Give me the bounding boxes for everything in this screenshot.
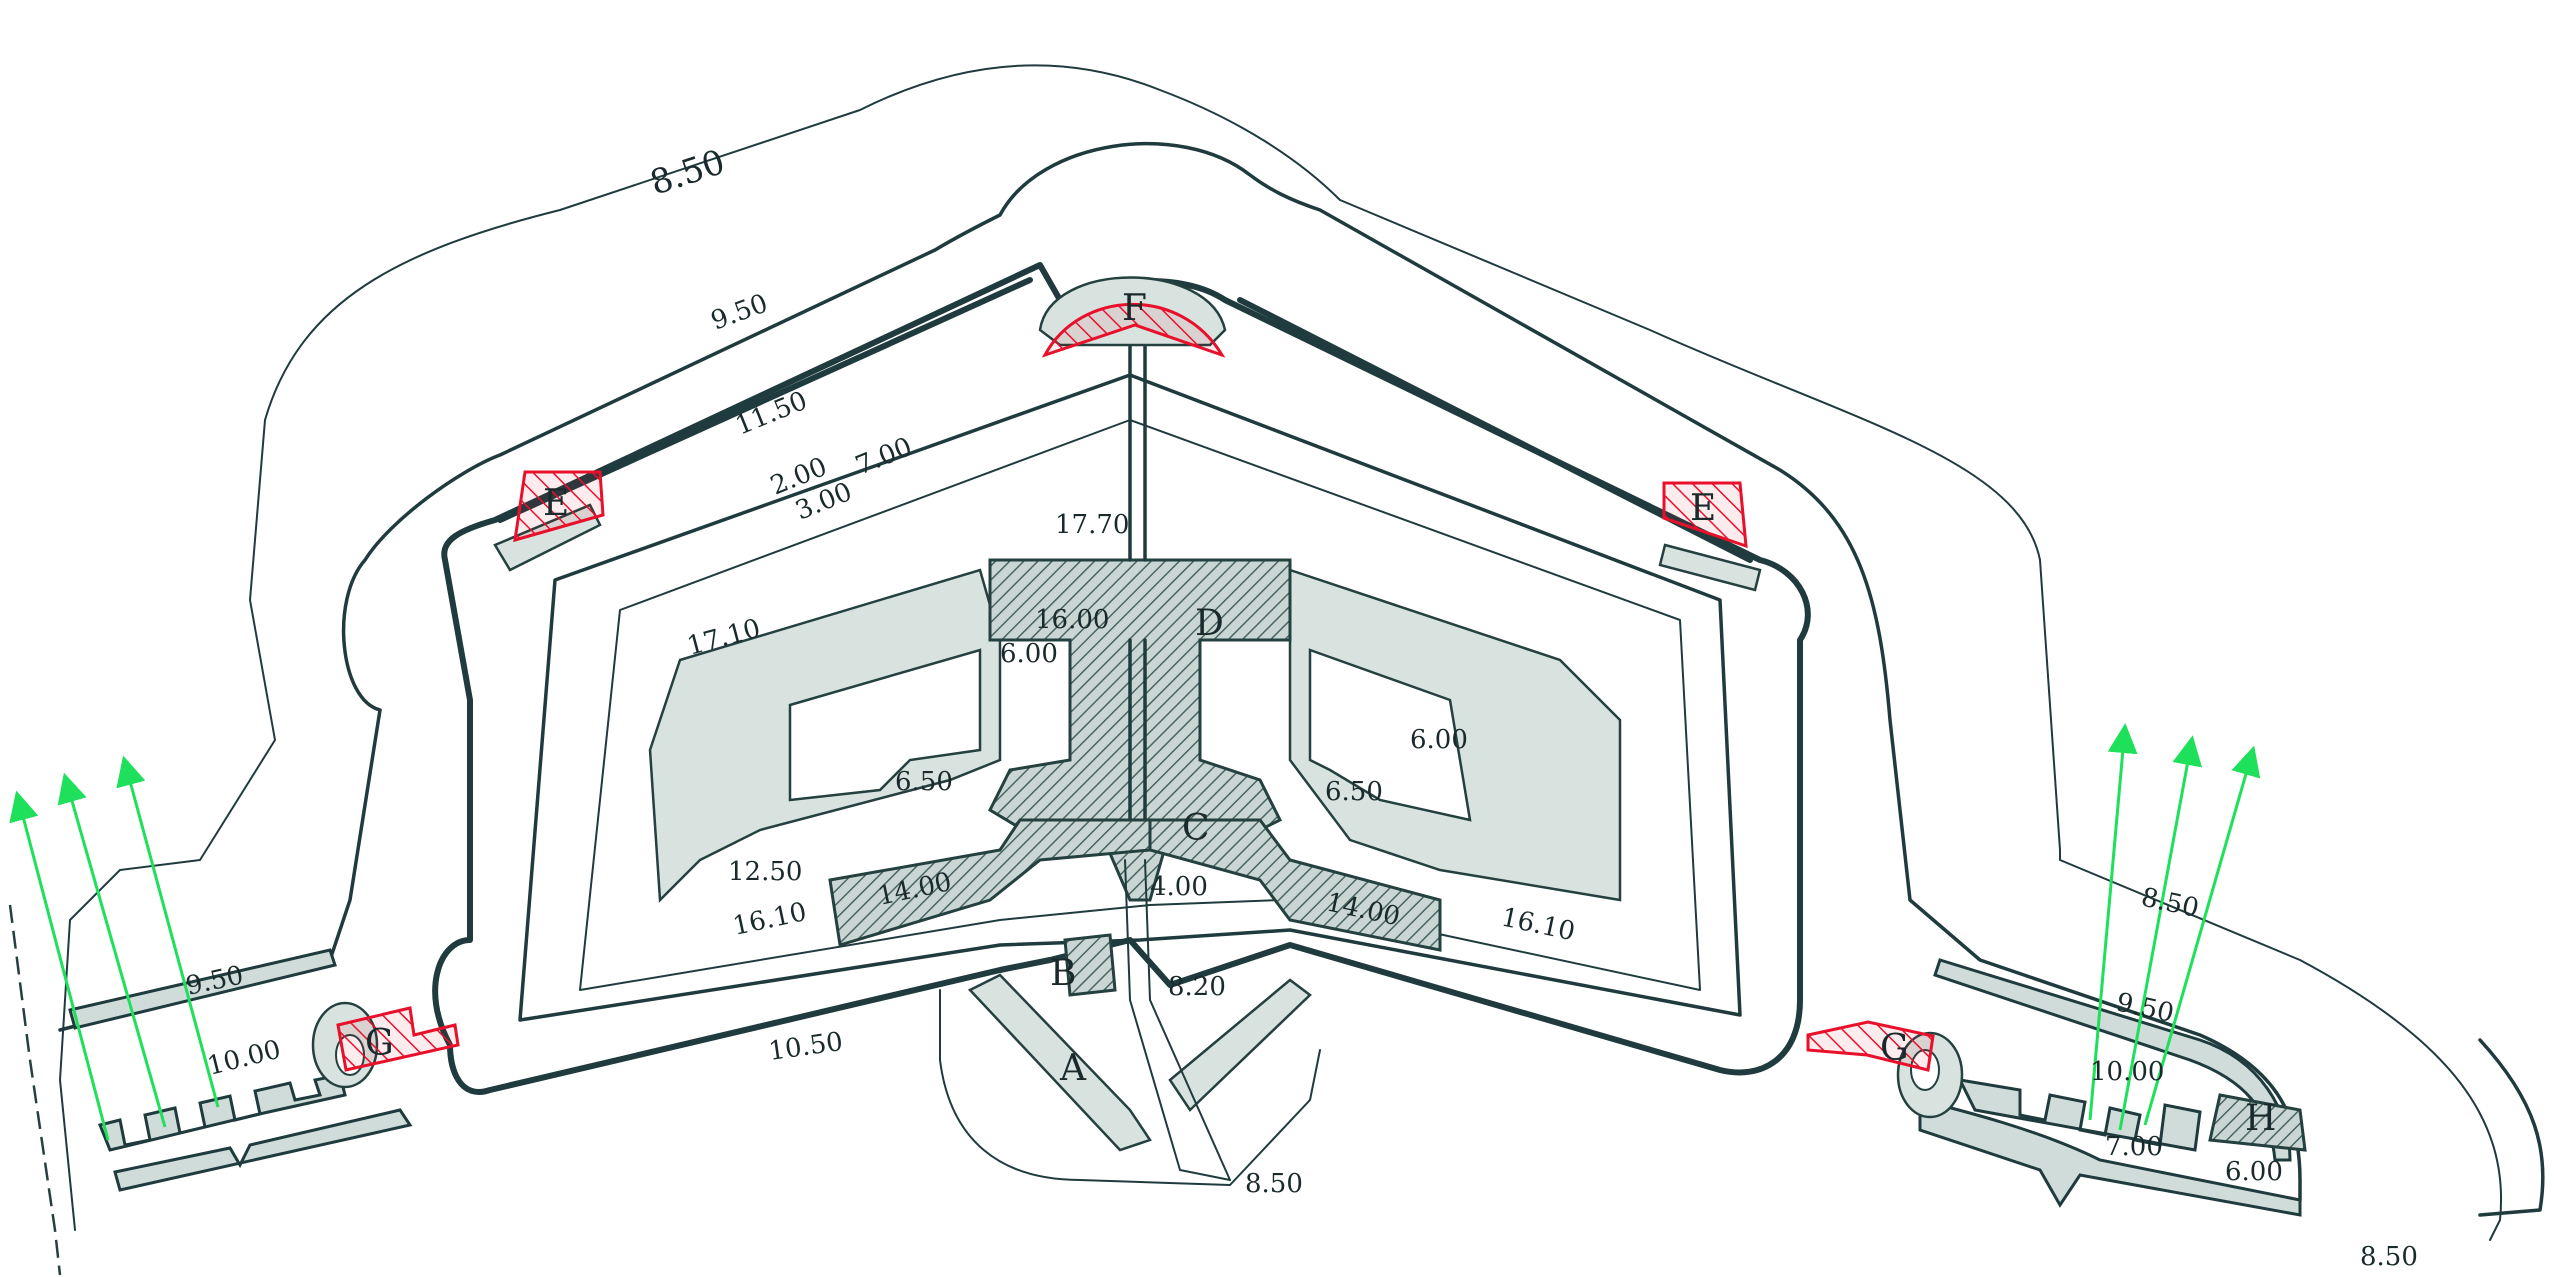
elev-right-wing-ditch-b: 7.00 [2105, 1132, 2163, 1162]
letter-d: D [1195, 603, 1224, 644]
elev-left-wing-cov: 9.50 [183, 960, 246, 1001]
elev-glacis-top: 8.50 [645, 142, 729, 203]
escarp-wall [432, 262, 1811, 1095]
rampart-outline [518, 373, 1742, 1022]
front-glacis [939, 989, 1321, 1186]
gorge-right-band [1148, 818, 1442, 952]
elev-gorge-left: 16.10 [730, 897, 809, 942]
letter-c: C [1182, 808, 1210, 849]
letter-e-left: E [543, 483, 569, 524]
ravelin [967, 973, 1152, 1152]
red-zone-e-right [1662, 481, 1748, 549]
capital-line [1128, 308, 1147, 562]
right-shoulder-traverse [1658, 543, 1762, 592]
rampart-inner-outline [579, 419, 1701, 991]
elev-gorge-right: 16.10 [1499, 903, 1578, 948]
red-zone-f [1041, 302, 1226, 358]
elev-central-block: 16.00 [1035, 605, 1109, 635]
elev-court-right: 6.00 [1410, 725, 1468, 755]
glacis-outline [59, 64, 2502, 1241]
elev-rampart-b: 7.00 [851, 432, 916, 482]
elev-court-left: 6.00 [1000, 639, 1058, 669]
red-zone-e-left [513, 470, 605, 543]
letter-b: B [1050, 953, 1076, 994]
green-arrow-left-3 [116, 755, 220, 1108]
elev-ravelin: 8.20 [1168, 972, 1226, 1002]
green-arrow-left-2 [57, 772, 167, 1128]
central-keep [988, 558, 1292, 902]
letter-e-right: E [1690, 488, 1716, 529]
green-arrow-right-2 [2118, 735, 2203, 1131]
letter-a: A [1059, 1048, 1087, 1089]
elev-inner-right: 6.50 [1325, 777, 1383, 807]
left-wing-wall [68, 948, 337, 1030]
elev-front-ditch: 10.50 [767, 1027, 845, 1067]
red-zone-g-left [336, 1006, 460, 1072]
left-wing-lower-wall [113, 1108, 413, 1192]
letter-f: F [1122, 288, 1147, 329]
elev-front-tip: 8.50 [1245, 1169, 1303, 1199]
green-arrow-left-1 [9, 790, 110, 1141]
letter-g-right: G [1880, 1028, 1909, 1069]
elev-right-wing-ditch-a: 10.00 [2090, 1057, 2164, 1087]
left-dashed-boundary [8, 904, 62, 1276]
elev-right-wing-block: 6.00 [2225, 1157, 2283, 1187]
green-arrow-right-3 [2143, 745, 2261, 1126]
green-arrow-right-1 [2088, 723, 2138, 1121]
elev-bastion-left: 12.50 [728, 857, 802, 887]
red-zone-g-right [1806, 1020, 1935, 1072]
letter-h: H [2245, 1098, 2276, 1139]
right-wing-wall [1933, 958, 2292, 1162]
letter-g-left: G [365, 1023, 394, 1064]
entry-road [1124, 859, 1231, 1181]
elev-parade-apex: 17.70 [1055, 510, 1129, 540]
elev-right-wing-tip: 8.50 [2360, 1242, 2418, 1272]
elev-inner-left: 6.50 [895, 767, 953, 797]
elev-right-wing-glacis: 8.50 [2139, 883, 2202, 924]
central-corridor [1128, 638, 1147, 832]
ravelin-right [1168, 978, 1312, 1112]
covered-way-outline [58, 141, 2302, 1202]
right-crenellated-wall [1957, 1078, 2202, 1152]
block-b [1063, 933, 1117, 997]
elev-entry: 4.00 [1150, 872, 1208, 902]
elev-left-wing-ditch: 10.00 [204, 1035, 283, 1082]
right-wing-outer-arc [2478, 1038, 2545, 1217]
elev-covered-way: 9.50 [707, 289, 772, 337]
block-h [2208, 1093, 2307, 1152]
right-court-void [1308, 648, 1472, 822]
left-court-void [788, 648, 982, 802]
